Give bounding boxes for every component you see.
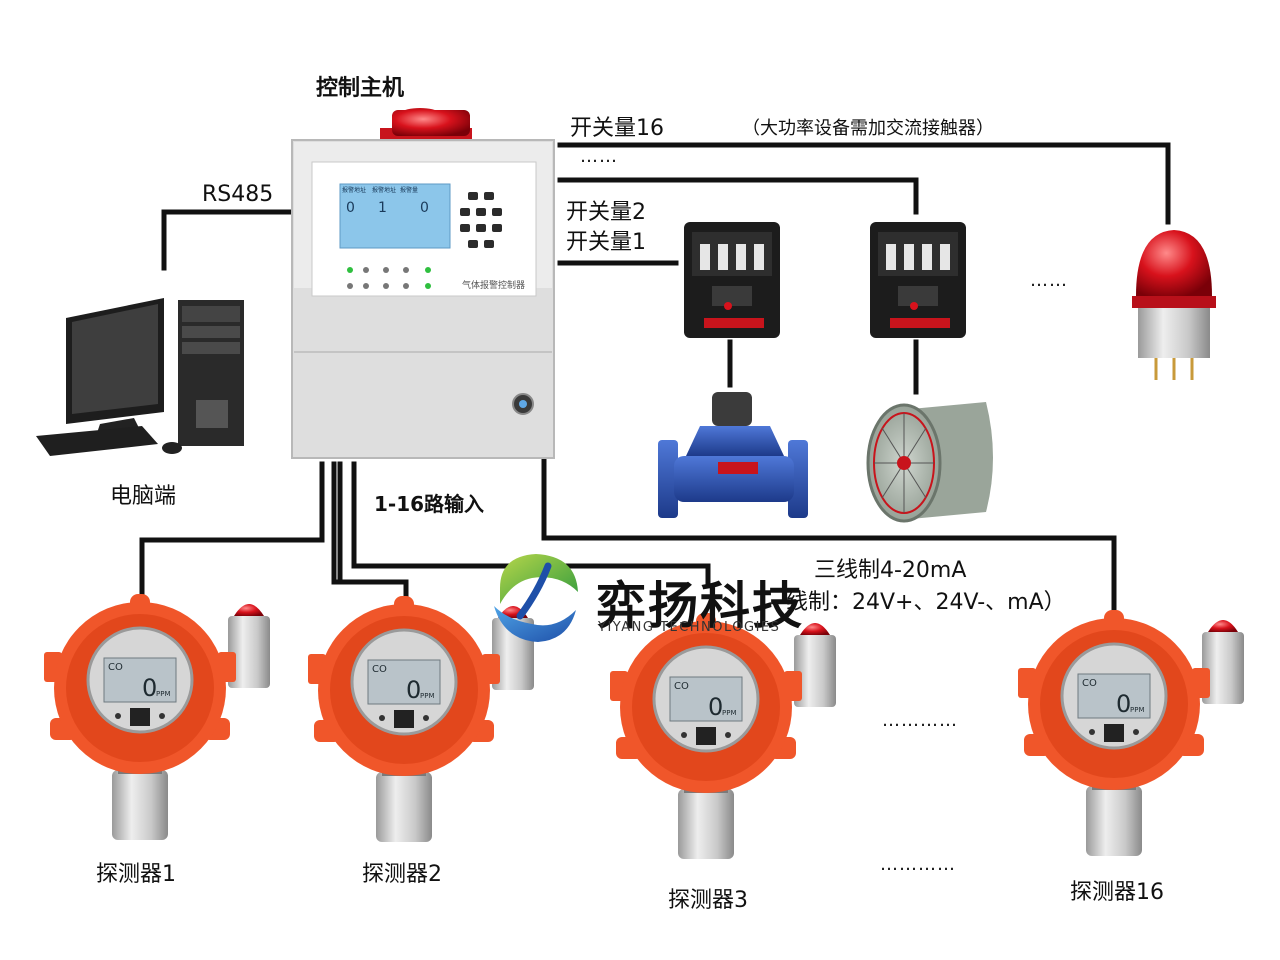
detector-unit-1: PPM: [156, 690, 170, 698]
panel-tab2: 报警地址: [372, 186, 396, 194]
detector-gas-2: CO: [372, 664, 387, 675]
alarm-beacon: [1132, 230, 1216, 380]
wiring-label-line2: 线制：24V+、24V-、mA）: [786, 590, 1066, 615]
detector-label-2: 探测器2: [362, 862, 442, 887]
detector-button-icon: [394, 710, 414, 728]
rs485-line: [161, 209, 295, 271]
switch16-label: 开关量16: [570, 116, 664, 141]
keyboard: [36, 426, 158, 456]
host-label: 控制主机: [316, 76, 405, 101]
brand-name-en: YIYANG TECHNOLOGIES: [598, 620, 781, 635]
detector-label-1: 探测器1: [96, 862, 176, 887]
switch-dots: ……: [580, 146, 618, 167]
detector-unit-3: PPM: [722, 709, 736, 717]
contactor-1: [684, 222, 780, 338]
rs485-label: RS485: [202, 182, 274, 207]
detector-button-icon: [696, 727, 716, 745]
detector16-line: [541, 455, 1117, 629]
detector-reading-1: 0: [142, 674, 157, 702]
switch-dots-line: [557, 177, 919, 215]
panel-tab1: 报警地址: [342, 186, 366, 194]
panel-digit2: 1: [378, 200, 387, 216]
host-indicator-lights: [347, 267, 431, 289]
switch1-label: 开关量1: [566, 230, 646, 255]
detector-label-16: 探测器16: [1070, 880, 1164, 905]
detector-dots-bottom: …………: [880, 854, 956, 875]
detector-reading-2: 0: [406, 676, 421, 704]
detector1-line: [139, 461, 325, 601]
detector-gas-3: CO: [674, 681, 689, 692]
detector-unit-4: PPM: [1130, 706, 1144, 714]
switch16-note: （大功率设备需加交流接触器）: [742, 118, 994, 139]
panel-tab3: 报警量: [400, 186, 418, 194]
panel-digit1: 0: [346, 200, 355, 216]
detector-reading-4: 0: [1116, 690, 1131, 718]
contactor-2: [870, 222, 966, 338]
detector-dots-top: …………: [882, 710, 958, 731]
detector-unit-2: PPM: [420, 692, 434, 700]
brand-name-cn: 弈扬科技: [596, 577, 804, 635]
detector-reading-3: 0: [708, 693, 723, 721]
detector-button-icon: [130, 708, 150, 726]
host-lcd-screen: [339, 183, 451, 249]
panel-digit3: 0: [420, 200, 429, 216]
panel-title: 气体报警控制器: [462, 279, 525, 291]
inputs-label: 1-16路输入: [374, 492, 485, 516]
wiring-label-line1: 三线制4-20mA: [814, 558, 967, 583]
axial-fan: [866, 402, 993, 523]
computer: [36, 298, 244, 456]
detector-label-3: 探测器3: [668, 888, 748, 913]
host-keypad: [460, 192, 502, 248]
detector-button-icon: [1104, 724, 1124, 742]
relay-dots: ……: [1030, 270, 1068, 291]
computer-label: 电脑端: [110, 484, 177, 509]
detector-gas-4: CO: [1082, 678, 1097, 689]
mouse: [162, 442, 182, 454]
solenoid-valve: [658, 392, 808, 518]
switch2-label: 开关量2: [566, 200, 646, 225]
brand-logo-icon: [494, 554, 578, 642]
switch16-line: [557, 142, 1171, 225]
detector2-line: [331, 461, 409, 603]
detector-gas-1: CO: [108, 662, 123, 673]
control-host: 报警地址 报警地址 报警量 0 1 0 气体报警控制器: [291, 108, 555, 459]
